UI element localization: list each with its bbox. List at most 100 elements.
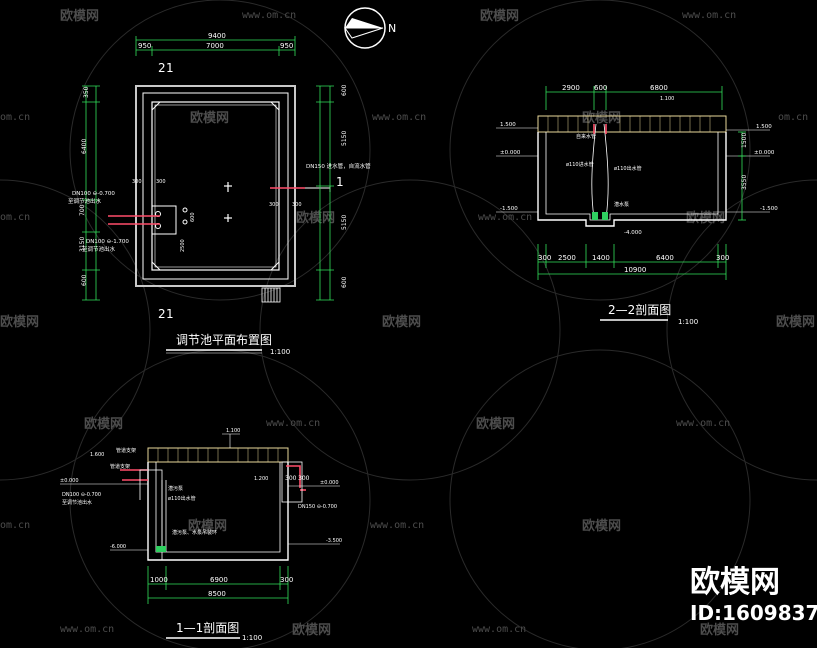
plan-dim-left-3: 700 — [79, 204, 86, 216]
svg-text:1: 1 — [166, 61, 174, 75]
plan-dim-right-1: 600 — [341, 84, 348, 96]
plan-ladder — [261, 287, 281, 303]
plan-scale: 1:100 — [270, 348, 290, 356]
watermark-url: www.om.cn — [60, 624, 114, 635]
watermark-text-layer: 欧模网 www.om.cn 欧模网 www.om.cn om.cn 欧模网 ww… — [0, 8, 815, 638]
watermark-brand: 欧模网 — [296, 210, 335, 226]
north-arrow: N — [344, 7, 396, 49]
s22-note-4: 潜水泵 — [614, 201, 629, 208]
plan-inner-dim-2: 300 — [156, 179, 166, 185]
watermark-url: www.om.cn — [478, 212, 532, 223]
svg-text:1: 1 — [166, 307, 174, 321]
plan-section-mark-side: 1 — [336, 175, 344, 189]
plan-note-3: DN100 ⊖-1.700 — [86, 239, 129, 245]
svg-text:300: 300 — [285, 475, 297, 482]
watermark-brand: 欧模网 — [700, 622, 739, 638]
plan-inner-dim-6: 300 — [292, 202, 302, 208]
plan-dim-left-1: 350 — [83, 86, 90, 98]
watermark-url: www.om.cn — [242, 10, 296, 21]
watermark-brand: 欧模网 — [0, 314, 39, 330]
s22-dim-top-3: 6800 — [650, 84, 668, 92]
north-arrow-pointer — [345, 18, 383, 28]
s22-tank-body — [537, 132, 727, 227]
watermark-url: om.cn — [778, 112, 808, 123]
s11-note-6: ø110出水管 — [168, 495, 196, 502]
watermark-brand: 欧模网 — [188, 518, 227, 534]
watermark-brand: 欧模网 — [60, 8, 99, 24]
s11-note-3: DN100 ⊖-0.700 — [62, 492, 101, 498]
s11-dim-bottom-1: 1000 — [150, 576, 168, 584]
s22-level-6: -1.500 — [760, 206, 778, 212]
plan-pump-pit — [151, 205, 177, 235]
s22-dim-bottom-1: 300 — [538, 254, 551, 262]
section-2-2: 2900 600 6800 1.100 — [496, 84, 778, 326]
watermark-url: om.cn — [0, 112, 30, 123]
plan-dim-left-4: 3150 — [79, 237, 86, 252]
watermark-url: om.cn — [0, 212, 30, 223]
s11-note-7: 潜污泵、水泵吊装环 — [172, 529, 217, 536]
s22-level-2: ±0.000 — [500, 150, 521, 156]
plan-inner-dim-5: 300 — [269, 202, 279, 208]
plan-tank-wall-2 — [142, 92, 289, 280]
s22-deck — [537, 115, 727, 133]
plan-note-2: 至调节池出水 — [68, 197, 102, 205]
s22-level-7: -4.000 — [624, 230, 642, 236]
s22-level-1: 1.500 — [500, 122, 516, 128]
plan-tank-inner-wall — [151, 101, 280, 271]
s22-dim-right-2: 3550 — [741, 175, 748, 190]
watermark-url: www.om.cn — [370, 520, 424, 531]
watermark-brand: 欧模网 — [582, 518, 621, 534]
s11-level-3: -6.000 — [110, 544, 126, 550]
watermark-brand: 欧模网 — [476, 416, 515, 432]
plan-dim-top-1: 950 — [138, 42, 151, 50]
s22-dim-bottom-4: 6400 — [656, 254, 674, 262]
s22-dim-top-1: 2900 — [562, 84, 580, 92]
s11-note-4: 至调节池出水 — [62, 499, 92, 506]
s22-dim-bottom-2: 2500 — [558, 254, 576, 262]
plan-left-dimensions — [82, 85, 100, 301]
plan-view: 9400 950 7000 950 2 1 2 1 1 — [68, 32, 371, 356]
s22-level-top: 1.100 — [660, 96, 674, 102]
plan-pump-4 — [182, 219, 188, 225]
watermark-brand: 欧模网 — [190, 110, 229, 126]
watermark-url: www.om.cn — [682, 10, 736, 21]
s22-scale: 1:100 — [678, 318, 698, 326]
plan-pipes — [108, 187, 305, 225]
s11-dim-bottom-3: 300 — [280, 576, 293, 584]
big-watermark-id: ID:1609837 — [690, 601, 817, 625]
s11-level-5: -3.500 — [326, 538, 342, 544]
s22-level-3: -1.500 — [500, 206, 518, 212]
plan-note-5: DN150 进水管，自流水管 — [306, 162, 371, 170]
plan-section-mark-bottom: 2 — [158, 307, 166, 321]
plan-tank-outer-wall — [135, 85, 296, 287]
watermark-url: www.om.cn — [472, 624, 526, 635]
watermark-url: www.om.cn — [266, 418, 320, 429]
watermark-brand: 欧模网 — [292, 622, 331, 638]
big-watermark: 欧模网 ID:1609837 — [690, 565, 817, 625]
s22-dim-right-1: 1500 — [741, 133, 748, 148]
s11-note-1: 管道支架 — [116, 447, 136, 454]
plan-dim-right-3: 5150 — [341, 215, 348, 230]
plan-tank-inner-wall-2 — [154, 104, 277, 268]
s22-note-2: ø110进水管 — [566, 161, 594, 168]
s11-dim-bottom-total: 8500 — [208, 590, 226, 598]
s11-title: 1—1剖面图 — [176, 621, 239, 635]
watermark-brand: 欧模网 — [84, 416, 123, 432]
watermark-brand: 欧模网 — [480, 8, 519, 24]
s11-note-5: 潜污泵 — [168, 485, 183, 492]
watermark-url: www.om.cn — [676, 418, 730, 429]
watermark-brand: 欧模网 — [382, 314, 421, 330]
s22-level-4: 1.500 — [756, 124, 772, 130]
north-label: N — [388, 22, 396, 35]
plan-inner-dim-3: 600 — [190, 212, 196, 222]
s22-dim-bottom-total: 10900 — [624, 266, 646, 274]
s22-note-1: 自来水管 — [576, 133, 596, 140]
s11-dim-bottom-2: 6900 — [210, 576, 228, 584]
s11-scale: 1:100 — [242, 634, 262, 642]
plan-right-dimensions — [316, 85, 334, 301]
section-1-1: 1.100 1.600 ±0.000 -6.000 ±0.000 -3.500 — [60, 428, 342, 642]
s11-level-4: ±0.000 — [320, 480, 339, 486]
plan-title: 调节池平面布置图 — [176, 333, 272, 347]
